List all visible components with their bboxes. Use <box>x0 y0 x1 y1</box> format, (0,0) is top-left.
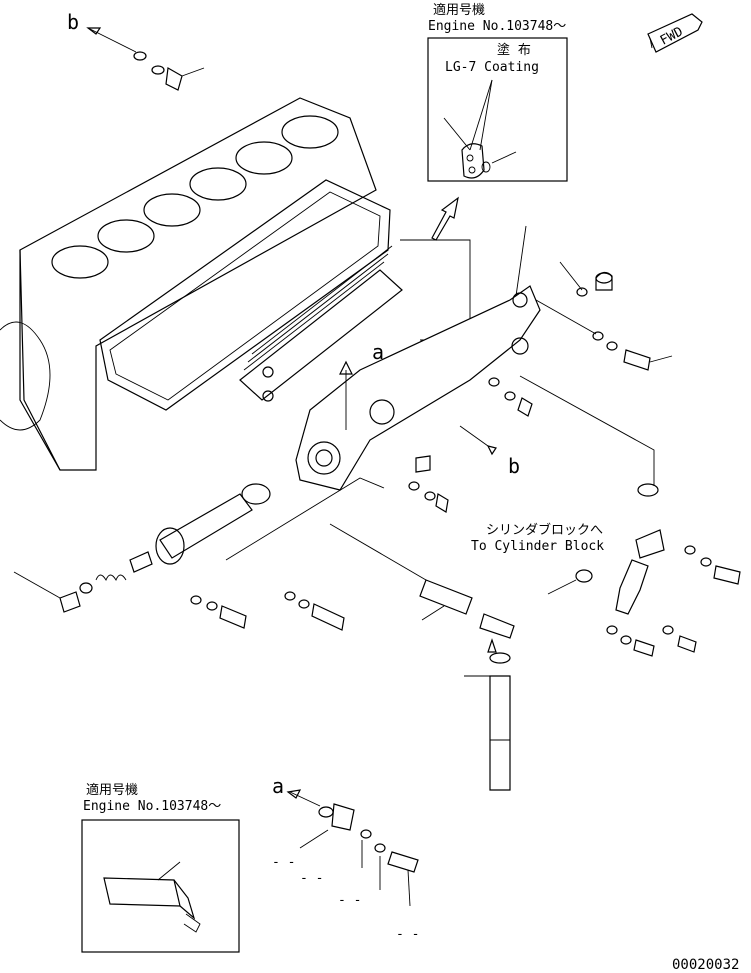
top-note-applicable: 適用号機 <box>433 3 486 18</box>
destination-en: To Cylinder Block <box>471 539 605 554</box>
bracket-group-a <box>286 789 419 907</box>
right-bolt-group <box>515 225 673 371</box>
pressure-switch <box>329 523 473 621</box>
dash-mark-1: - - <box>272 855 296 870</box>
lower-right-bolts <box>606 545 741 657</box>
coating-arrows <box>443 79 493 151</box>
dash-mark-3: - - <box>338 893 362 908</box>
cover-hardware <box>339 360 533 513</box>
detail-arrow <box>431 196 459 241</box>
ref-letter-a-mid: a <box>372 340 385 364</box>
bolt-group-b-top <box>86 27 205 91</box>
destination-jp: シリンダブロックへ <box>486 523 604 538</box>
lower-left-bolts <box>190 477 385 631</box>
regulator-valve-group <box>13 483 271 613</box>
bottom-note-box <box>81 819 240 953</box>
gasket-detail <box>461 143 517 179</box>
dash-mark-4: - - <box>396 927 420 942</box>
cooler-gasket <box>99 179 391 411</box>
cooler-cover <box>295 285 541 491</box>
sensor-detail <box>103 861 201 933</box>
figure-number: 00020032 <box>672 957 740 973</box>
hose <box>464 652 511 791</box>
cylinder-block <box>0 97 377 471</box>
ref-letter-b-top: b <box>67 10 80 34</box>
coating-en-label: LG-7 Coating <box>445 60 539 75</box>
dash-mark-2: - - <box>300 871 324 886</box>
fwd-tag <box>647 13 703 53</box>
ref-letter-a-bottom: a <box>272 774 285 798</box>
oil-cooler-element <box>239 239 471 402</box>
oil-pipe <box>519 375 665 615</box>
coating-jp-label: 塗 布 <box>497 43 531 58</box>
tee-fitting <box>479 613 515 653</box>
ref-letter-b-mid: b <box>508 454 521 478</box>
top-note-engine-no: Engine No.103748～ <box>428 19 567 34</box>
top-note-box <box>427 37 568 182</box>
bottom-note-applicable: 適用号機 <box>86 783 139 798</box>
bottom-note-engine-no: Engine No.103748～ <box>83 799 222 814</box>
